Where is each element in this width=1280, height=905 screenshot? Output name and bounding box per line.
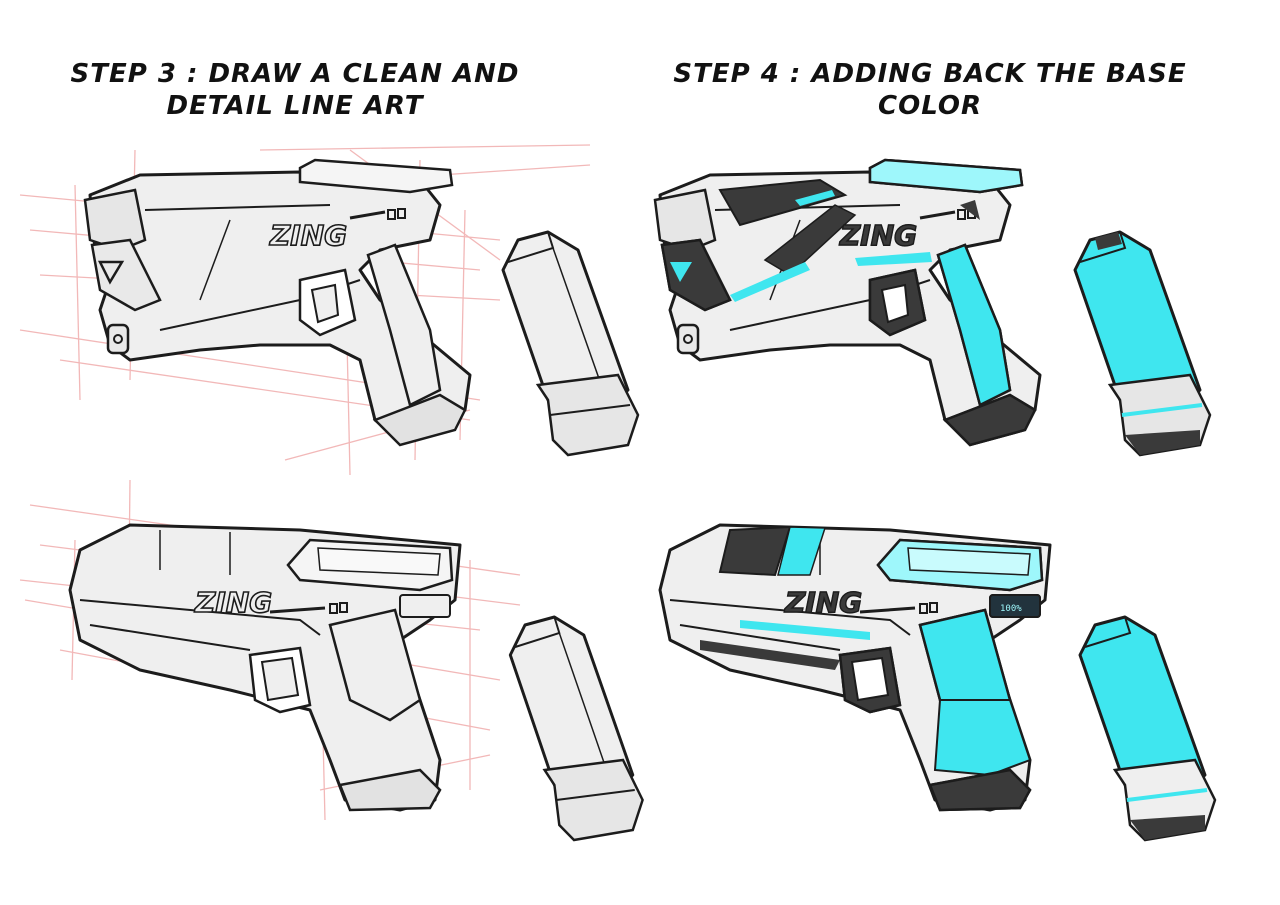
ammo-display-readout: 100% [1000,604,1022,614]
ammo-display [989,594,1041,618]
step3-heading: STEP 3 : DRAW A CLEAN AND DETAIL LINE AR… [60,58,530,122]
step4-heading-text: STEP 4 : ADDING BACK THE BASE COLOR [673,59,1187,121]
step3-heading-line1: STEP 3 : DRAW A CLEAN AND [70,59,520,89]
step3-heading-line2: DETAIL LINE ART [166,91,424,121]
step4-bottom-gun-colored: 100% ZING [658,523,1052,812]
step4-heading: STEP 4 : ADDING BACK THE BASE COLOR [640,58,1220,122]
logo-text: ZING [784,586,862,619]
step4-top-gun-colored: ZING [653,158,1042,447]
step3-top-gun-lineart [83,158,472,447]
step3-bottom-gun-lineart [68,523,462,812]
step3-top-magazine-lineart [501,230,640,457]
step4-bottom-magazine-colored [1078,615,1217,842]
step3-bottom-magazine-lineart [508,615,645,842]
logo-text: ZING [839,219,917,252]
step4-top-magazine-colored [1073,230,1212,457]
